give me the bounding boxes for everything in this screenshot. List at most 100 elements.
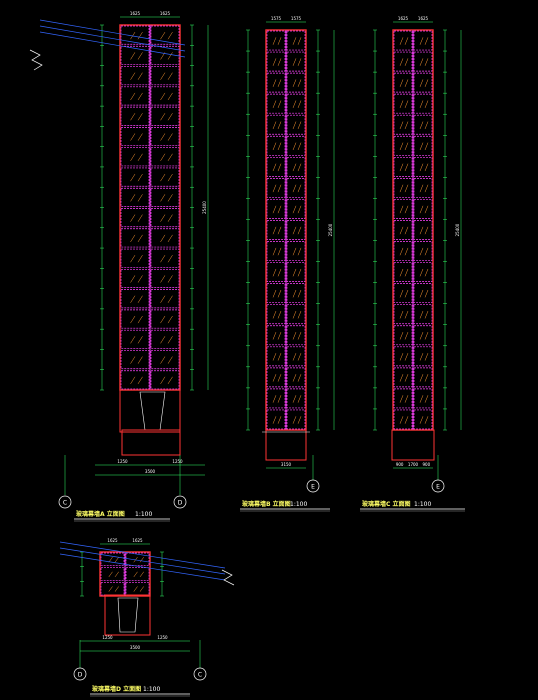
bottom-dimension-value: 1250	[117, 459, 128, 464]
glass-panel	[150, 147, 180, 167]
glass-hatch	[424, 247, 429, 256]
glass-panel	[413, 220, 433, 240]
glass-panel	[413, 409, 433, 430]
glass-hatch	[167, 113, 173, 121]
glass-hatch	[419, 37, 424, 45]
glass-hatch	[130, 356, 136, 364]
glass-hatch	[137, 194, 143, 202]
glass-hatch	[130, 173, 136, 182]
glass-hatch	[277, 205, 282, 214]
axis-bubble-icon: E	[306, 455, 320, 493]
glass-hatch	[160, 194, 166, 202]
glass-panel	[286, 325, 306, 346]
glass-hatch	[277, 226, 282, 235]
glass-hatch	[167, 173, 173, 182]
glass-panel	[120, 45, 150, 65]
glass-panel	[266, 93, 286, 114]
glass-hatch	[160, 356, 166, 364]
glass-hatch	[424, 374, 429, 382]
glass-panel	[150, 86, 180, 106]
glass-hatch	[277, 416, 282, 424]
glass-panel	[286, 135, 306, 156]
glass-hatch	[419, 79, 424, 87]
bottom-dimension-value: 900	[396, 462, 404, 467]
glass-panel	[286, 409, 306, 430]
glass-hatch	[277, 184, 282, 193]
glass-panel	[120, 187, 150, 207]
glass-panel	[393, 199, 413, 219]
axis-label-d: D	[178, 500, 183, 507]
glass-hatch	[160, 275, 166, 283]
glass-hatch	[133, 586, 138, 592]
glass-panel	[393, 156, 413, 177]
glass-hatch	[424, 58, 429, 66]
glass-hatch	[277, 374, 282, 382]
glass-panel	[286, 367, 306, 388]
top-dimension-value: 1575	[291, 16, 302, 21]
glass-hatch	[297, 142, 302, 151]
glass-hatch	[139, 556, 144, 563]
glass-hatch	[424, 205, 429, 214]
break-line-icon	[29, 49, 43, 71]
glass-hatch	[272, 268, 277, 277]
axis-bubble-icon: D	[73, 640, 87, 681]
glass-panel	[413, 93, 433, 114]
glass-hatch	[399, 100, 404, 108]
glass-panel	[286, 199, 306, 219]
glass-hatch	[272, 121, 277, 130]
glass-hatch	[272, 142, 277, 151]
glass-hatch	[137, 133, 143, 141]
glass-panel	[413, 325, 433, 346]
view-title-d: 玻璃幕墙D 立面图	[92, 685, 141, 693]
glass-hatch	[292, 226, 297, 235]
glass-hatch	[399, 37, 404, 45]
glass-hatch	[404, 416, 409, 424]
glass-panel	[393, 241, 413, 261]
glass-panel	[120, 289, 150, 309]
view-scale-d: 1:100	[143, 686, 160, 693]
glass-panel	[266, 178, 286, 198]
glass-hatch	[137, 376, 143, 385]
glass-panel	[286, 220, 306, 240]
top-dimension-value: 1625	[130, 11, 141, 16]
bottom-dimension-value: 1250	[172, 459, 183, 464]
glass-hatch	[292, 395, 297, 403]
glass-hatch	[404, 121, 409, 130]
glass-hatch	[130, 234, 136, 243]
glass-hatch	[130, 133, 136, 141]
glass-hatch	[424, 416, 429, 424]
glass-hatch	[404, 184, 409, 193]
glass-hatch	[424, 268, 429, 277]
glass-hatch	[130, 315, 136, 324]
glass-panel	[150, 45, 180, 65]
glass-hatch	[399, 353, 404, 361]
glass-hatch	[160, 336, 166, 344]
axis-label-e: E	[436, 484, 440, 491]
glass-hatch	[160, 376, 166, 385]
glass-hatch	[277, 353, 282, 361]
glass-hatch	[167, 356, 173, 364]
glass-hatch	[424, 121, 429, 130]
glass-hatch	[277, 79, 282, 87]
glass-panel	[286, 283, 306, 304]
glass-hatch	[399, 226, 404, 235]
glass-hatch	[404, 289, 409, 298]
glass-hatch	[277, 163, 282, 172]
glass-hatch	[292, 100, 297, 108]
glass-hatch	[139, 571, 144, 578]
glass-panel	[393, 51, 413, 72]
glass-hatch	[424, 395, 429, 403]
glass-panel	[266, 199, 286, 219]
glass-panel	[286, 388, 306, 409]
glass-hatch	[167, 31, 173, 40]
glass-hatch	[137, 336, 143, 344]
glass-hatch	[130, 376, 136, 385]
glass-panel	[120, 86, 150, 106]
glass-panel	[120, 25, 150, 45]
glass-hatch	[160, 133, 166, 141]
glass-panel	[120, 147, 150, 167]
glass-hatch	[167, 295, 173, 303]
glass-panel	[266, 388, 286, 409]
top-dimension-value: 1625	[160, 11, 171, 16]
